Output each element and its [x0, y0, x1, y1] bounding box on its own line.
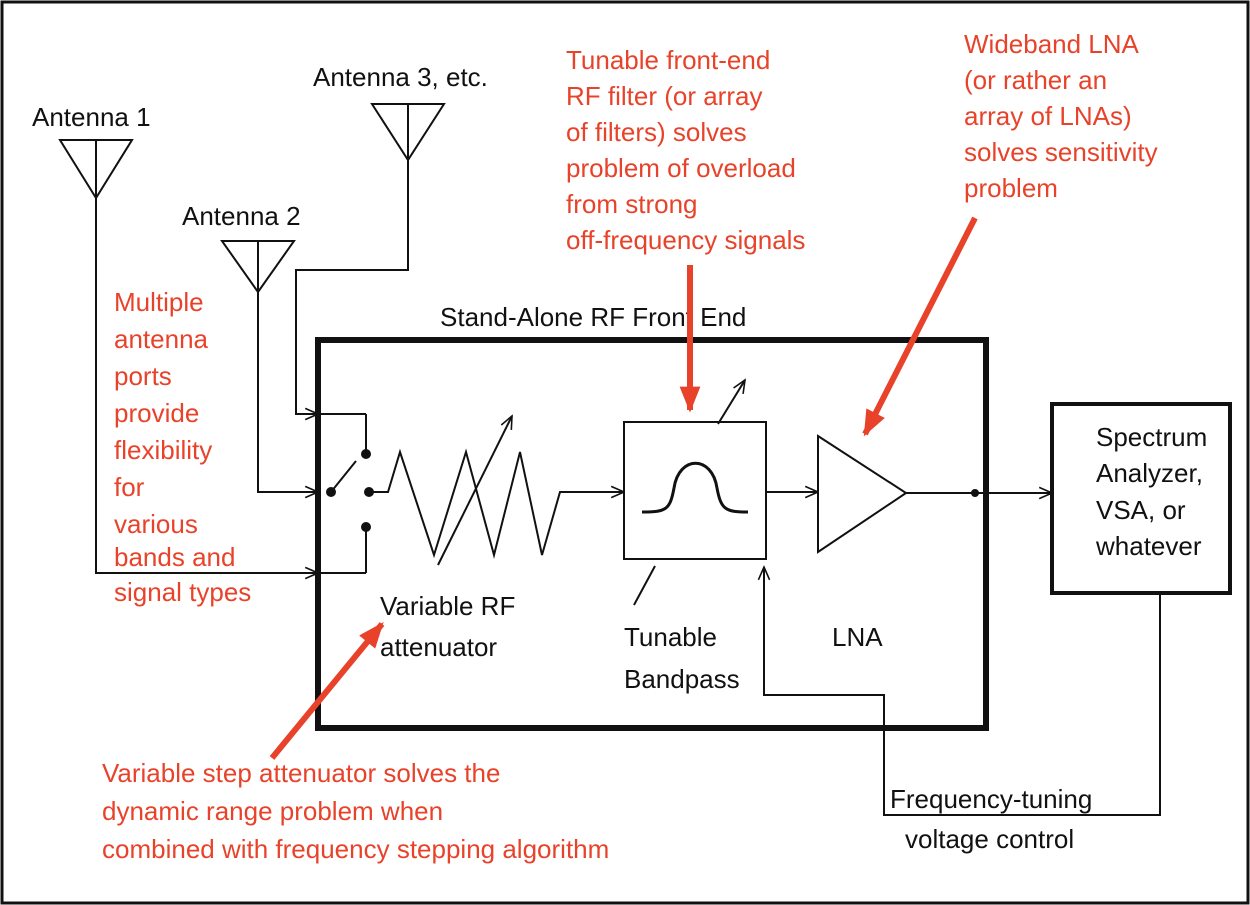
annotation-filter-line: RF filter (or array — [566, 81, 762, 111]
bandpass-label-2: Bandpass — [624, 664, 740, 694]
annotation-lna-line: array of LNAs) — [964, 101, 1132, 131]
annotation-ports-line: Multiple — [114, 287, 204, 317]
analyzer-label-2: Analyzer, — [1096, 458, 1203, 488]
antenna-2-label: Antenna 2 — [182, 201, 301, 231]
attenuator-annotation-arrow — [269, 621, 385, 760]
annotation-ports-line: ports — [114, 361, 172, 391]
antenna-3-feed — [295, 160, 409, 414]
annotation-ports-line: signal types — [114, 577, 251, 607]
annotation-step-line: dynamic range problem when — [102, 796, 443, 826]
analyzer-label-4: whatever — [1095, 531, 1202, 561]
bandpass-label-1: Tunable — [624, 622, 717, 652]
spectrum-analyzer-box — [1050, 402, 1232, 595]
annotation-lna-line: solves sensitivity — [964, 137, 1158, 167]
annotation-lna-line: (or rather an — [964, 65, 1107, 95]
tuning-label-2: voltage control — [905, 824, 1074, 854]
annotation-ports-line: provide — [114, 398, 199, 428]
antenna-1-label: Antenna 1 — [32, 102, 151, 132]
antenna-3-label: Antenna 3, etc. — [313, 62, 488, 92]
antenna-1-feed — [95, 198, 318, 573]
lna-label: LNA — [832, 622, 883, 652]
analyzer-label-3: VSA, or — [1096, 495, 1186, 525]
annotation-step-line: combined with frequency stepping algorit… — [102, 834, 609, 864]
annotation-filter-line: from strong — [566, 189, 698, 219]
output-junction — [971, 489, 979, 497]
annotation-lna-line: Wideband LNA — [964, 29, 1140, 59]
antenna-3 — [370, 103, 446, 162]
front-end-box — [315, 337, 989, 731]
annotation-filter-line: of filters) solves — [566, 117, 747, 147]
annotation-step-attenuator: Variable step attenuator solves the dyna… — [102, 758, 609, 864]
variable-attenuator-symbol — [369, 416, 624, 566]
antenna-2-feed — [257, 292, 318, 492]
lna-annotation-arrow — [862, 216, 978, 437]
annotation-ports-line: flexibility — [114, 435, 212, 465]
analyzer-label-1: Spectrum — [1096, 422, 1207, 452]
antenna-2 — [220, 240, 296, 294]
annotation-filter-line: off-frequency signals — [566, 225, 805, 255]
annotation-filter-line: problem of overload — [566, 153, 796, 183]
attenuator-label-1: Variable RF — [380, 591, 515, 621]
annotation-ports-line: various — [114, 509, 198, 539]
annotation-filter-line: Tunable front-end — [566, 45, 770, 75]
annotation-multiple-ports: Multiple antenna ports provide flexibili… — [114, 287, 251, 607]
annotation-ports-line: for — [114, 472, 145, 502]
attenuator-label-2: attenuator — [380, 632, 497, 662]
lna-amplifier — [817, 434, 908, 554]
front-end-title: Stand-Alone RF Front End — [440, 302, 746, 332]
annotation-step-line: Variable step attenuator solves the — [102, 758, 500, 788]
annotation-lna: Wideband LNA (or rather an array of LNAs… — [964, 29, 1158, 203]
tuning-control-wire — [764, 567, 1161, 816]
antenna-selector-switch — [318, 413, 374, 574]
tuning-label-1: Frequency-tuning — [890, 784, 1092, 814]
annotation-ports-line: bands and — [114, 542, 235, 572]
bandpass-filter — [623, 380, 767, 606]
annotation-ports-line: antenna — [114, 324, 209, 354]
annotation-filter: Tunable front-end RF filter (or array of… — [566, 45, 805, 255]
annotation-lna-line: problem — [964, 173, 1058, 203]
antenna-1 — [58, 139, 134, 200]
